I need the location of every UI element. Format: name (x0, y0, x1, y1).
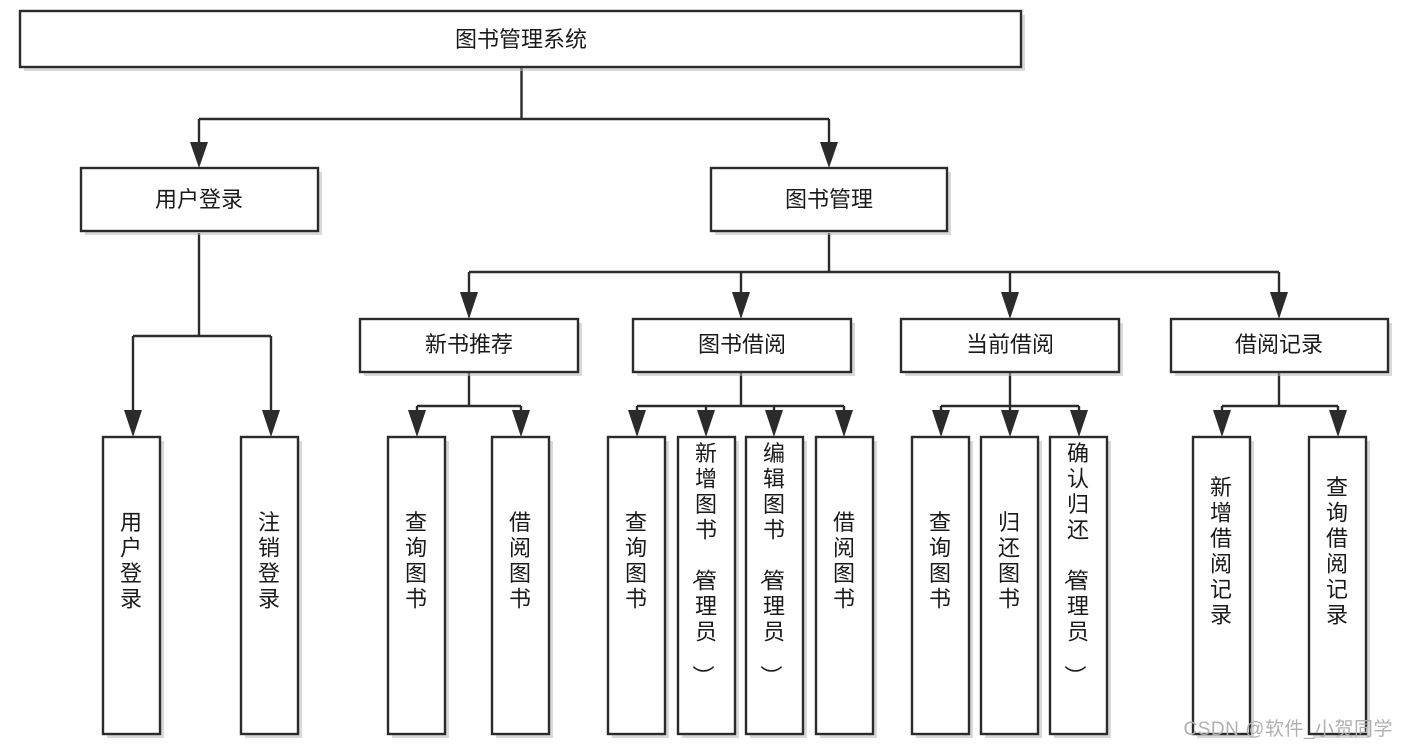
leaf-query-record-label: 查询借阅记录 (1326, 475, 1348, 628)
node-user-login-label: 用户登录 (155, 187, 243, 212)
leaf-query-book-2-rect (606, 435, 667, 736)
node-book-borrow[interactable]: 图书借阅 (631, 317, 855, 376)
leaf-user-logout-rect (239, 435, 300, 736)
leaf-return-book-rect (979, 435, 1040, 736)
leaf-return-book[interactable]: 归还图书 (979, 435, 1042, 738)
arrow-to-leaf-return-book (1001, 410, 1019, 437)
arrow-to-leaf-borrow-book-2 (835, 410, 853, 437)
leaf-borrow-book-2-label: 借阅图书 (833, 510, 855, 612)
leaf-user-logout[interactable]: 注销登录 (239, 435, 302, 738)
node-root[interactable]: 图书管理系统 (18, 9, 1025, 71)
arrow-to-book-borrow (732, 292, 750, 319)
edge-layer (124, 67, 1347, 437)
leaf-confirm-return-rect (1048, 435, 1109, 736)
arrow-to-current-borrow (1001, 292, 1019, 319)
leaf-query-book-3[interactable]: 查询图书 (910, 435, 973, 738)
arrow-to-leaf-add-book (697, 410, 715, 437)
leaf-borrow-book-1[interactable]: 借阅图书 (490, 435, 553, 738)
node-root-rect (18, 9, 1023, 69)
leaf-add-book[interactable]: 新增图书（管理员） (676, 435, 739, 738)
leaf-user-login-rect (101, 435, 162, 736)
leaf-return-book-label: 归还图书 (998, 510, 1020, 612)
leaf-query-book-2-label: 查询图书 (625, 510, 647, 612)
leaf-edit-book[interactable]: 编辑图书（管理员） (744, 435, 807, 738)
arrow-to-leaf-confirm-return (1070, 410, 1088, 437)
arrow-to-leaf-query-record (1329, 410, 1347, 437)
leaf-query-book-3-rect (910, 435, 971, 736)
csdn-watermark: CSDN @软件_小贺同学 (1183, 719, 1393, 740)
leaf-user-login[interactable]: 用户登录 (101, 435, 164, 738)
arrow-to-leaf-query-book-1 (408, 410, 426, 437)
leaf-user-login-label: 用户登录 (120, 510, 142, 612)
node-book-manage[interactable]: 图书管理 (709, 166, 951, 235)
leaf-borrow-book-1-label: 借阅图书 (509, 510, 531, 612)
node-current-borrow-label: 当前借阅 (966, 332, 1054, 357)
leaf-add-record-rect (1191, 435, 1252, 736)
arrow-to-leaf-borrow-book-1 (512, 410, 530, 437)
leaf-query-record-rect (1307, 435, 1368, 736)
node-borrow-record-label: 借阅记录 (1235, 332, 1323, 357)
arrow-to-borrow-record (1270, 292, 1288, 319)
node-new-book-rec-rect (358, 317, 580, 374)
leaf-add-book-label: 新增图书（管理员） (690, 441, 717, 687)
leaf-query-book-1-rect (386, 435, 447, 736)
leaf-add-record-label: 新增借阅记录 (1210, 475, 1232, 628)
leaf-borrow-book-1-rect (490, 435, 551, 736)
arrow-to-leaf-edit-book (765, 410, 783, 437)
node-current-borrow-rect (899, 317, 1121, 374)
leaf-user-logout-label: 注销登录 (258, 510, 280, 612)
arrow-to-leaf-user-logout (262, 410, 280, 437)
arrow-to-book-manage (820, 142, 838, 168)
arrow-to-leaf-user-login (124, 410, 142, 437)
node-book-borrow-rect (631, 317, 853, 374)
node-user-login[interactable]: 用户登录 (79, 166, 322, 235)
leaf-query-book-1[interactable]: 查询图书 (386, 435, 449, 738)
node-current-borrow[interactable]: 当前借阅 (899, 317, 1123, 376)
leaf-borrow-book-2-rect (814, 435, 875, 736)
node-new-book-rec[interactable]: 新书推荐 (358, 317, 582, 376)
node-borrow-record[interactable]: 借阅记录 (1169, 317, 1392, 376)
leaf-confirm-return-label: 确认归还（管理员） (1062, 441, 1089, 687)
leaf-edit-book-label: 编辑图书（管理员） (758, 441, 785, 687)
node-book-manage-rect (709, 166, 949, 233)
arrow-to-user-login (190, 142, 208, 168)
leaf-query-record[interactable]: 查询借阅记录 (1307, 435, 1370, 738)
leaf-add-book-rect (676, 435, 737, 736)
leaf-borrow-book-2[interactable]: 借阅图书 (814, 435, 877, 738)
leaf-confirm-return[interactable]: 确认归还（管理员） (1048, 435, 1111, 738)
arrow-to-new-book-rec (460, 292, 478, 319)
leaf-query-book-1-label: 查询图书 (405, 510, 427, 612)
node-root-label: 图书管理系统 (455, 27, 587, 52)
node-new-book-rec-label: 新书推荐 (425, 332, 513, 357)
node-book-borrow-label: 图书借阅 (698, 332, 786, 357)
leaf-edit-book-rect (744, 435, 805, 736)
arrow-to-leaf-query-book-3 (932, 410, 950, 437)
leaf-query-book-2[interactable]: 查询图书 (606, 435, 669, 738)
arrow-to-leaf-query-book-2 (628, 410, 646, 437)
leaf-add-record[interactable]: 新增借阅记录 (1191, 435, 1254, 738)
arrow-to-leaf-add-record (1213, 410, 1231, 437)
node-book-manage-label: 图书管理 (785, 187, 873, 212)
leaf-query-book-3-label: 查询图书 (929, 510, 951, 612)
node-user-login-rect (79, 166, 320, 233)
node-borrow-record-rect (1169, 317, 1390, 374)
